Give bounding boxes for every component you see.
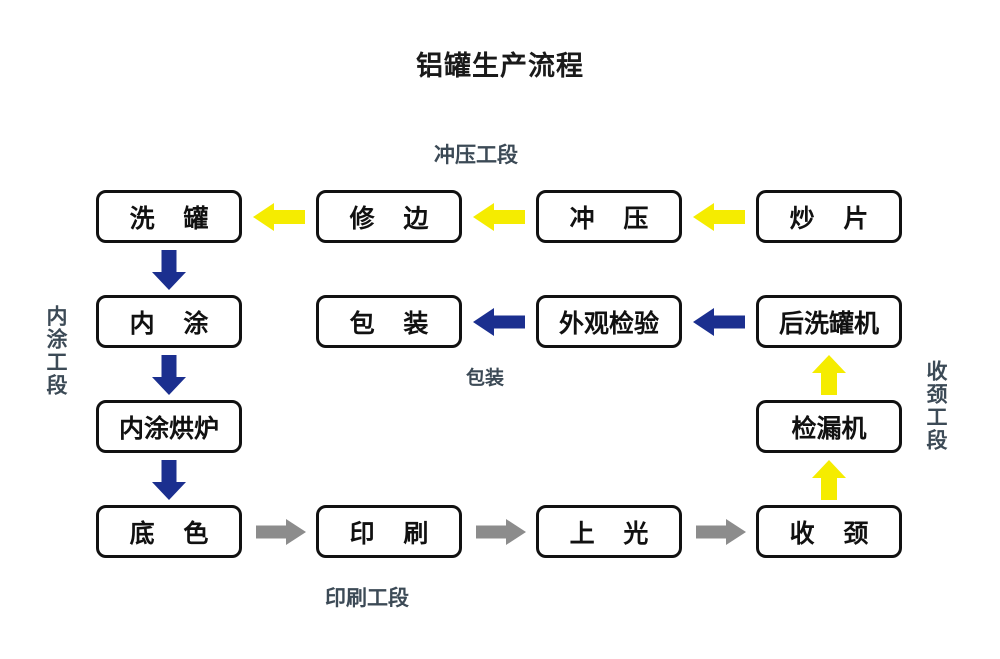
arrow-stamp-to-trim: [473, 203, 525, 231]
section-label-packaging: 包装: [466, 367, 505, 389]
node-base-color[interactable]: 底 色: [96, 505, 242, 558]
arrow-wash-can-to-inner-coat: [152, 250, 186, 290]
section-label-printing: 印刷工段: [325, 586, 409, 610]
arrow-necking-to-leak-tester: [812, 460, 846, 500]
section-label-stamping: 冲压工段: [434, 143, 518, 167]
node-stamp[interactable]: 冲 压: [536, 190, 682, 243]
arrow-inner-coat-to-oven: [152, 355, 186, 395]
node-print[interactable]: 印 刷: [316, 505, 462, 558]
arrow-base-color-to-print: [256, 519, 306, 545]
arrow-post-washer-to-appearance-check: [693, 308, 745, 336]
node-pack[interactable]: 包 装: [316, 295, 462, 348]
arrow-oven-to-base-color: [152, 460, 186, 500]
node-inner-coat[interactable]: 内 涂: [96, 295, 242, 348]
arrow-varnish-to-necking: [696, 519, 746, 545]
node-appearance-check[interactable]: 外观检验: [536, 295, 682, 348]
node-varnish[interactable]: 上 光: [536, 505, 682, 558]
page-title: 铝罐生产流程: [416, 51, 584, 82]
node-leak-tester[interactable]: 检漏机: [756, 400, 902, 453]
section-label-necking: 收颈工段: [924, 360, 948, 452]
node-trim[interactable]: 修 边: [316, 190, 462, 243]
node-fry-sheet[interactable]: 炒 片: [756, 190, 902, 243]
arrow-fry-sheet-to-stamp: [693, 203, 745, 231]
arrow-leak-tester-to-post-washer: [812, 355, 846, 395]
node-necking[interactable]: 收 颈: [756, 505, 902, 558]
node-post-washer[interactable]: 后洗罐机: [756, 295, 902, 348]
arrow-appearance-check-to-pack: [473, 308, 525, 336]
node-wash-can[interactable]: 洗 罐: [96, 190, 242, 243]
arrow-print-to-varnish: [476, 519, 526, 545]
arrow-trim-to-wash-can: [253, 203, 305, 231]
node-inner-coat-oven[interactable]: 内涂烘炉: [96, 400, 242, 453]
section-label-inner-coating: 内涂工段: [44, 305, 68, 397]
